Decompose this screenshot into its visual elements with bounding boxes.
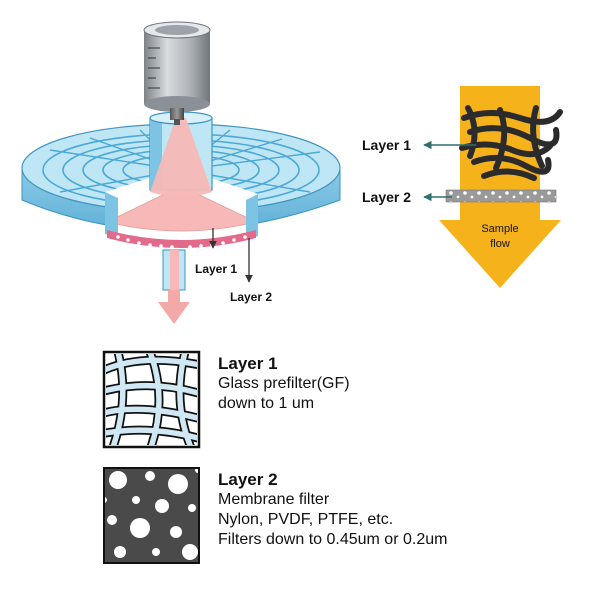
membrane-layer-band: [107, 230, 256, 249]
filter-label-pointers: [209, 228, 253, 283]
legend-layer1-line: Glass prefilter(GF): [218, 375, 350, 392]
fibers-icon: [102, 350, 201, 449]
flow-label-layer2: Layer 2: [362, 189, 411, 205]
legend-layer1: Layer 1 Glass prefilter(GF) down to 1 um: [218, 354, 350, 414]
membrane-strip: [445, 189, 557, 203]
legend-layer1-title: Layer 1: [218, 354, 278, 373]
filter-label-layer1: Layer 1: [195, 262, 237, 276]
legend-layer2-line: Nylon, PVDF, PTFE, etc.: [218, 511, 394, 528]
flow-arrow-label-line1: Sample: [481, 223, 518, 235]
glass-fiber-layer: [459, 105, 563, 181]
filter-housing: [21, 111, 341, 324]
flow-label-layer1: Layer 1: [362, 137, 411, 153]
legend-layer2-line: Membrane filter: [218, 491, 330, 508]
pores-icon: [103, 467, 200, 564]
legend-layer2: Layer 2 Membrane filter Nylon, PVDF, PTF…: [218, 470, 447, 550]
legend-layer2-title: Layer 2: [218, 470, 278, 489]
legend-layer1-line: down to 1 um: [218, 395, 315, 412]
flow-arrow-label-line2: flow: [490, 238, 510, 250]
filter-label-layer2: Layer 2: [230, 290, 272, 304]
syringe-barrel: [143, 21, 211, 125]
legend-layer2-line: Filters down to 0.45um or 0.2um: [218, 531, 448, 548]
flow-label-pointers: [423, 140, 476, 202]
